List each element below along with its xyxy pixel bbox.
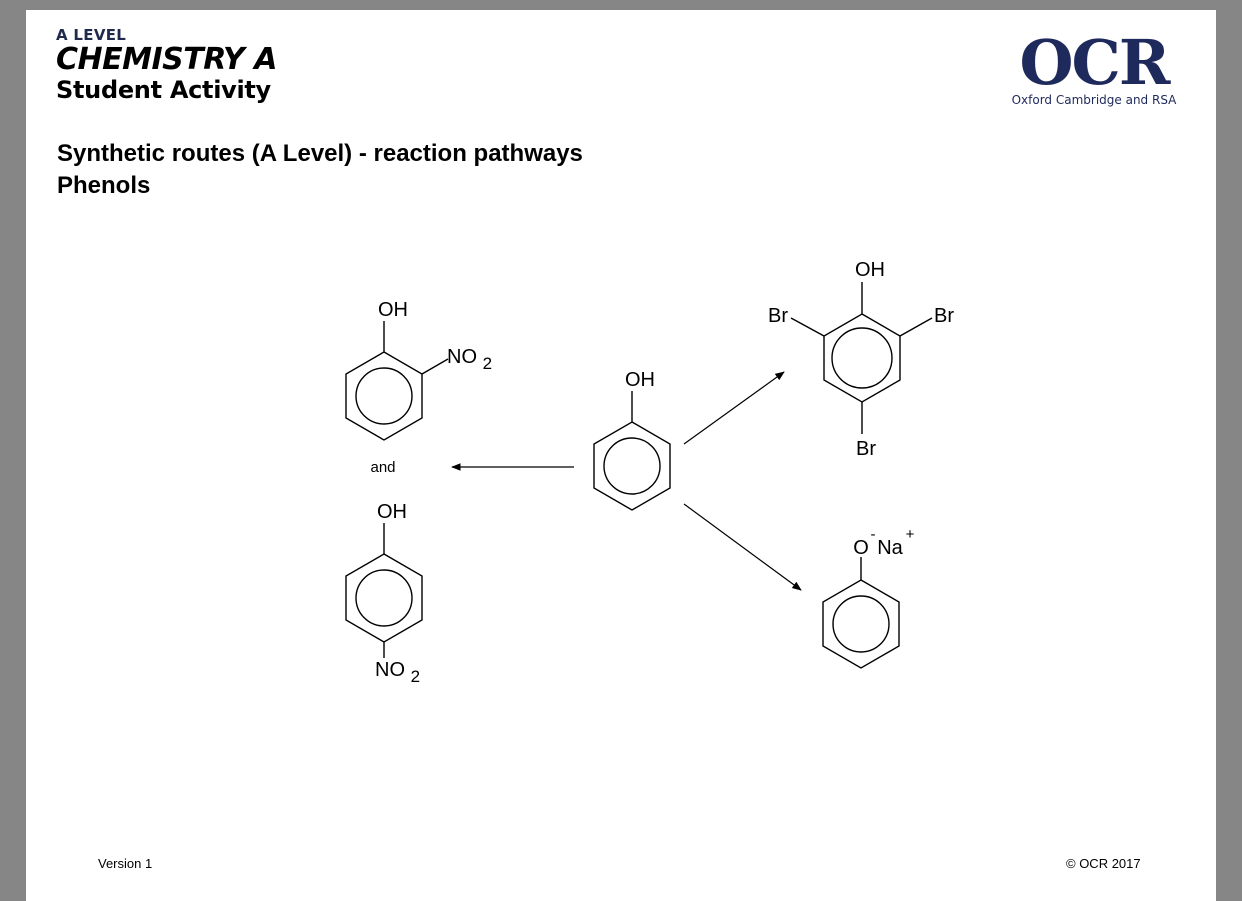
phenol-molecule: OH — [593, 369, 671, 511]
arrow-to-tribromophenol — [683, 371, 785, 445]
para-no2-label: NO 2 — [375, 659, 420, 686]
para-oh-label: OH — [377, 501, 407, 523]
ortho-oh-label: OH — [378, 299, 408, 321]
phenoxide-na-label: Na — [877, 537, 903, 559]
benzene-ring — [823, 313, 901, 403]
sodium-phenoxide-molecule: O - Na + — [822, 526, 915, 669]
phenoxide-o-label: O — [853, 537, 869, 559]
benzene-ring — [822, 579, 900, 669]
footer-copyright: © OCR 2017 — [1066, 856, 1141, 871]
aromatic-circle — [831, 327, 893, 389]
benzene-ring — [345, 351, 423, 441]
nitro-text: NO — [447, 346, 477, 368]
br-right-label: Br — [934, 305, 954, 327]
bond-br-right — [899, 317, 933, 337]
and-connector: and — [370, 459, 395, 476]
document-page: A LEVEL CHEMISTRY A Student Activity OCR… — [26, 10, 1216, 901]
nitro-subscript: 2 — [483, 354, 492, 373]
aromatic-circle — [355, 569, 413, 627]
phenol-oh-label: OH — [625, 369, 655, 391]
ortho-no2-label: NO 2 — [447, 346, 492, 373]
ocr-wordmark: OCR — [1020, 32, 1171, 99]
brand-level: A LEVEL — [56, 26, 127, 44]
footer-version: Version 1 — [98, 856, 153, 871]
reaction-scheme: OH OH NO 2 and OH NO 2 — [345, 259, 954, 686]
nitro-subscript: 2 — [411, 667, 420, 686]
aromatic-circle — [355, 367, 413, 425]
brand-subject: CHEMISTRY A — [56, 42, 277, 77]
brand-block: A LEVEL CHEMISTRY A Student Activity — [56, 26, 277, 104]
nitro-text: NO — [375, 659, 405, 681]
title-line-2: Phenols — [57, 172, 151, 199]
brand-activity: Student Activity — [56, 76, 271, 104]
ortho-nitrophenol-molecule: OH NO 2 — [345, 299, 492, 441]
benzene-ring — [345, 553, 423, 643]
ocr-tagline: Oxford Cambridge and RSA — [1012, 93, 1178, 107]
ocr-logo: OCR Oxford Cambridge and RSA — [1012, 32, 1178, 107]
phenoxide-minus-label: - — [871, 526, 876, 543]
tribromophenol-molecule: OH Br Br Br — [768, 259, 954, 460]
br-left-label: Br — [768, 305, 788, 327]
bond-no2 — [421, 358, 449, 375]
aromatic-circle — [603, 437, 661, 495]
page-title: Synthetic routes (A Level) - reaction pa… — [57, 138, 583, 202]
aromatic-circle — [832, 595, 890, 653]
title-line-1: Synthetic routes (A Level) - reaction pa… — [57, 140, 583, 167]
bond-br-left — [790, 317, 825, 337]
br-bottom-label: Br — [856, 438, 876, 460]
phenoxide-plus-label: + — [906, 526, 915, 543]
arrow-to-phenoxide — [683, 503, 802, 591]
tribromo-oh-label: OH — [855, 259, 885, 281]
para-nitrophenol-molecule: OH NO 2 — [345, 501, 423, 686]
benzene-ring — [593, 421, 671, 511]
